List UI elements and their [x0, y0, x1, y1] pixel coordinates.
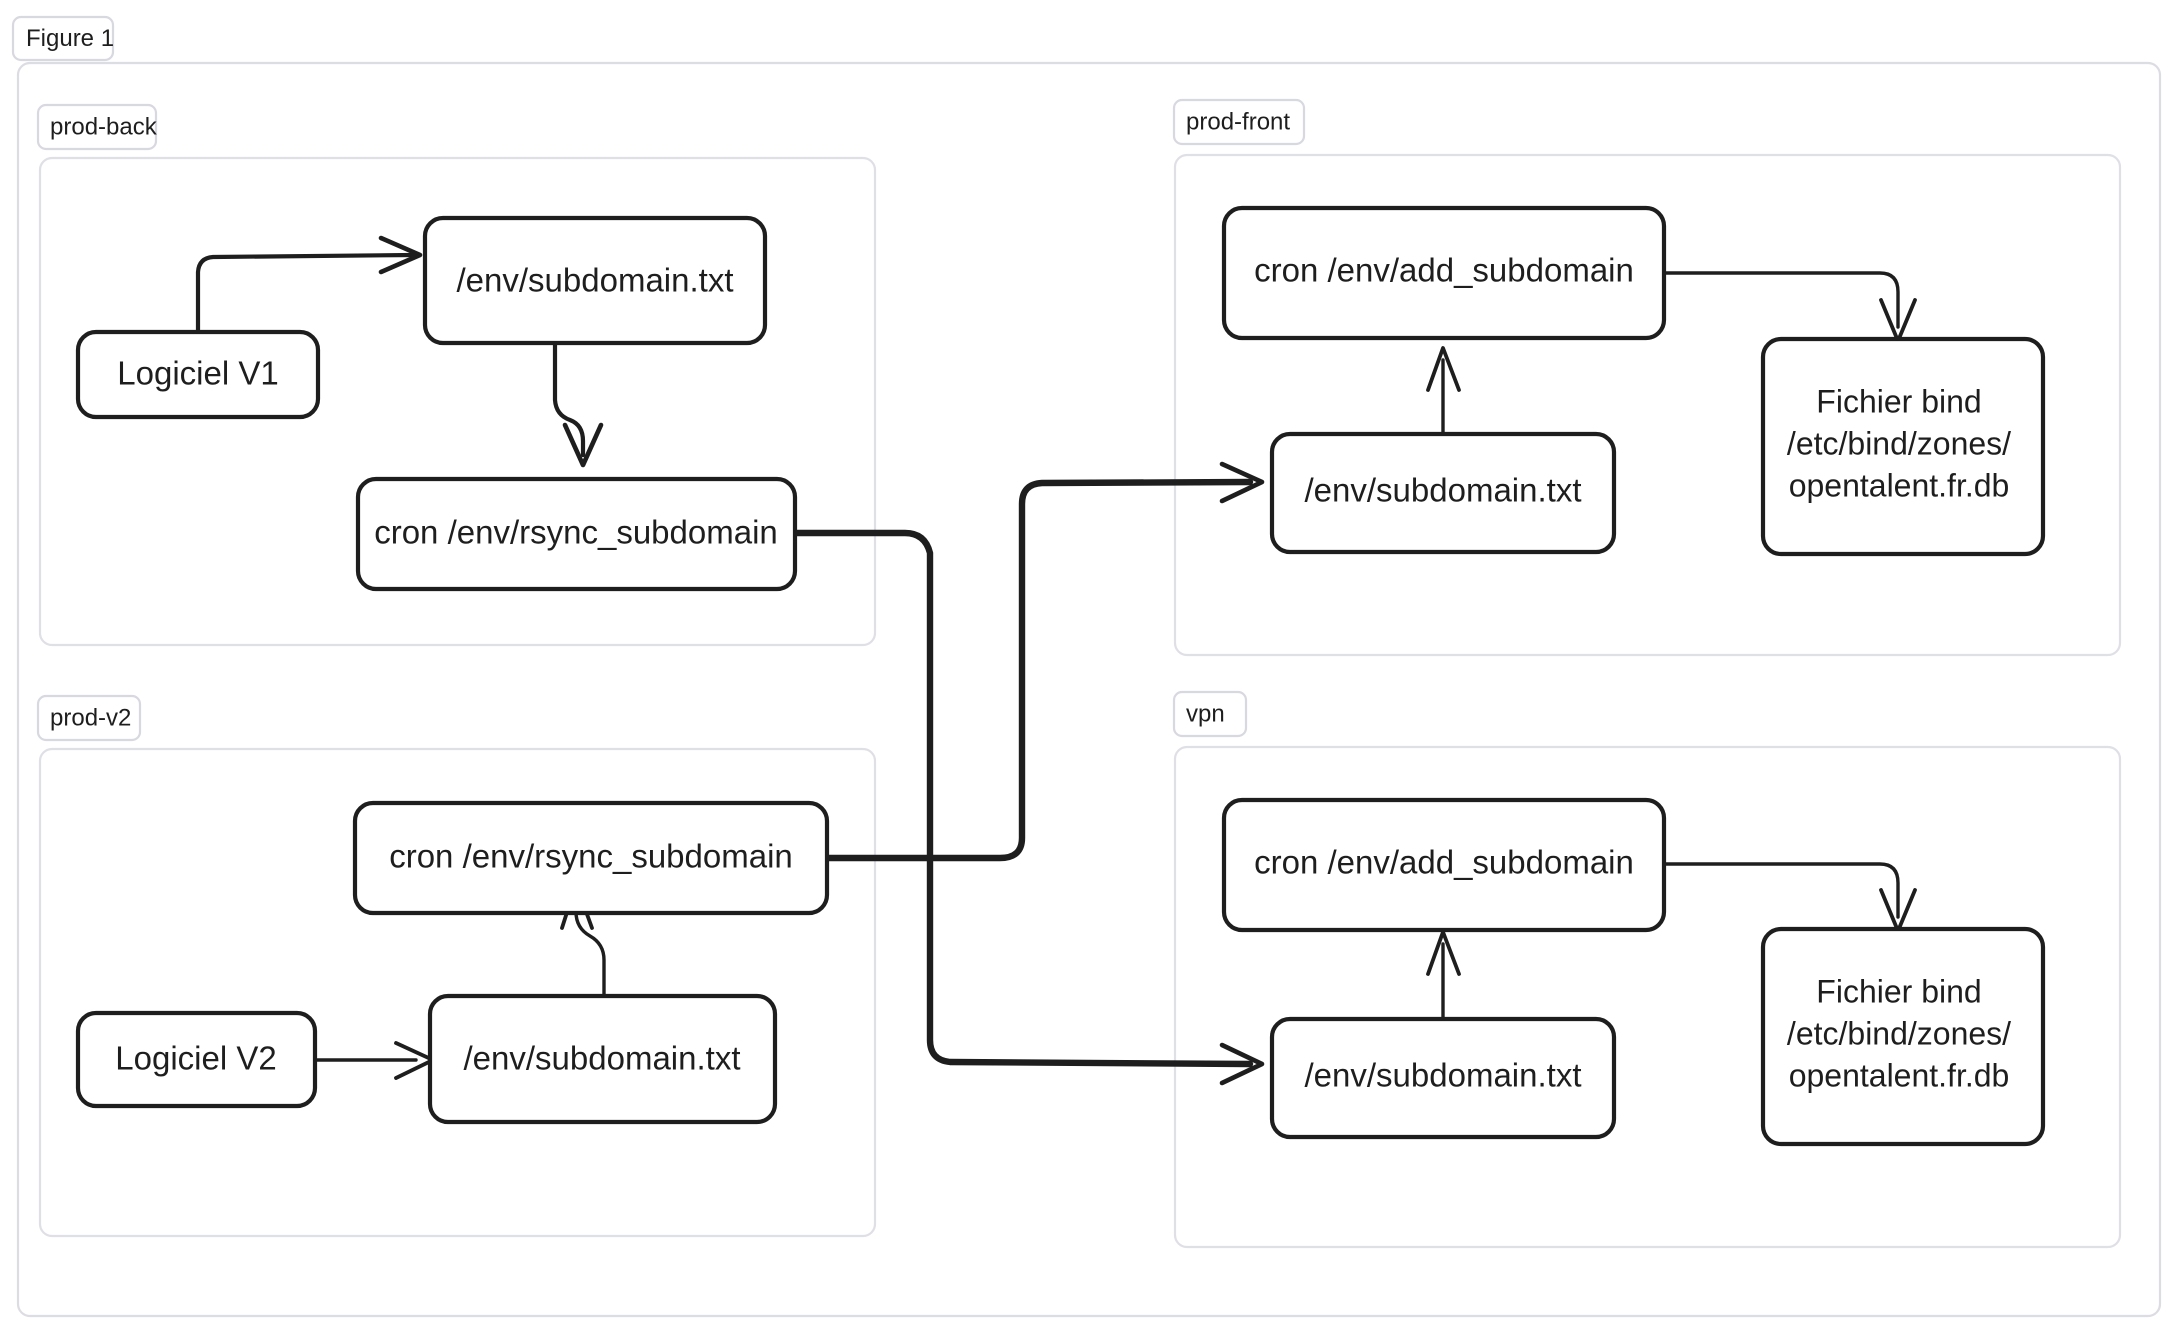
node-prod-v2-subdomain-txt-rect — [427, 993, 778, 1125]
figure-tag-rect — [11, 15, 115, 62]
node-prod-back-cron-rsync-label: cron /env/rsync_subdomain — [374, 514, 778, 551]
node-prod-v2-subdomain-txt-label: /env/subdomain.txt — [464, 1040, 741, 1077]
edge-rsync-back-to-vpn-subdomain-path — [791, 529, 1254, 1068]
cluster-prod-v2-tag[interactable]: prod-v2 — [36, 694, 142, 742]
edge-front-subdomain-to-add — [1426, 346, 1461, 444]
node-vpn-fichier-bind-line3: opentalent.fr.db — [1789, 1057, 2010, 1093]
edge-vpn-add-to-bind-path — [1661, 862, 1900, 919]
cluster-vpn-tag-label: vpn — [1186, 700, 1225, 727]
edge-front-subdomain-to-add-arrowhead — [1426, 346, 1461, 392]
node-vpn-subdomain-txt-label: /env/subdomain.txt — [1305, 1057, 1582, 1094]
edge-logiciel-v1-to-subdomain — [195, 235, 423, 339]
cluster-vpn-tag[interactable]: vpn — [1172, 690, 1248, 738]
cluster-prod-front-tag-rect — [1172, 98, 1306, 146]
node-vpn-cron-add[interactable]: cron /env/add_subdomain — [1221, 797, 1667, 933]
cluster-prod-front-tag[interactable]: prod-front — [1172, 98, 1306, 146]
figure-tag-label: Figure 1 — [26, 25, 114, 52]
cluster-prod-v2: prod-v2 — [36, 694, 877, 1238]
cluster-prod-back-tag-label: prod-back — [50, 113, 158, 140]
figure-tag[interactable]: Figure 1 — [11, 15, 115, 62]
node-prod-v2-cron-rsync-rect — [352, 800, 830, 916]
node-prod-front-cron-add-label: cron /env/add_subdomain — [1254, 252, 1634, 289]
edge-subdomain-to-rsync-back-path — [552, 339, 586, 458]
node-logiciel-v2-rect — [75, 1010, 318, 1109]
edge-rsync-v2-to-front-subdomain-path — [823, 478, 1254, 862]
node-prod-front-fichier-bind-line3: opentalent.fr.db — [1789, 467, 2010, 503]
node-vpn-fichier-bind-rect — [1760, 926, 2046, 1147]
node-prod-back-cron-rsync-rect — [355, 476, 798, 592]
node-prod-front-cron-add-rect — [1221, 205, 1667, 341]
node-prod-front-fichier-bind-line1: Fichier bind — [1816, 383, 1981, 419]
node-logiciel-v1[interactable]: Logiciel V1 — [75, 329, 321, 420]
node-prod-front-fichier-bind-rect — [1760, 336, 2046, 557]
node-prod-front-subdomain-txt-label: /env/subdomain.txt — [1305, 472, 1582, 509]
cluster-prod-v2-tag-rect — [36, 694, 142, 742]
cluster-vpn-tag-rect — [1172, 690, 1248, 738]
node-logiciel-v1-rect — [75, 329, 321, 420]
edge-subdomain-to-rsync-back-arrowhead — [562, 422, 604, 468]
edge-rsync-back-to-vpn-arrowhead — [1219, 1042, 1265, 1086]
node-prod-front-fichier-bind-line2: /etc/bind/zones/ — [1787, 425, 2011, 461]
node-vpn-subdomain-txt-rect — [1269, 1016, 1617, 1140]
cluster-prod-back-tag[interactable]: prod-back — [36, 103, 158, 151]
cluster-prod-front-tag-label: prod-front — [1186, 108, 1290, 135]
edge-logiciel-v1-to-subdomain-path — [195, 252, 416, 339]
edge-rsync-back-to-vpn-subdomain — [791, 529, 1265, 1086]
node-vpn-cron-add-label: cron /env/add_subdomain — [1254, 844, 1634, 881]
node-logiciel-v2[interactable]: Logiciel V2 — [75, 1010, 318, 1109]
cluster-prod-v2-tag-label: prod-v2 — [50, 704, 131, 731]
node-prod-back-subdomain-txt[interactable]: /env/subdomain.txt — [422, 215, 768, 346]
node-prod-v2-cron-rsync-label: cron /env/rsync_subdomain — [389, 838, 793, 875]
node-prod-front-cron-add[interactable]: cron /env/add_subdomain — [1221, 205, 1667, 341]
node-vpn-cron-add-rect — [1221, 797, 1667, 933]
node-prod-front-subdomain-txt[interactable]: /env/subdomain.txt — [1269, 431, 1617, 555]
edge-rsync-v2-to-front-arrowhead — [1219, 461, 1265, 504]
node-prod-back-subdomain-txt-rect — [422, 215, 768, 346]
edge-subdomain-to-rsync-back — [552, 339, 604, 468]
node-prod-front-subdomain-txt-rect — [1269, 431, 1617, 555]
node-logiciel-v1-label: Logiciel V1 — [117, 355, 278, 392]
node-prod-back-cron-rsync[interactable]: cron /env/rsync_subdomain — [355, 476, 798, 592]
node-logiciel-v2-label: Logiciel V2 — [115, 1040, 276, 1077]
edge-logiciel-v1-arrowhead — [378, 235, 423, 275]
node-prod-v2-cron-rsync[interactable]: cron /env/rsync_subdomain — [352, 800, 830, 916]
node-prod-back-subdomain-txt-label: /env/subdomain.txt — [457, 262, 734, 299]
node-vpn-fichier-bind-line1: Fichier bind — [1816, 973, 1981, 1009]
node-prod-front-fichier-bind[interactable]: Fichier bind /etc/bind/zones/ opentalent… — [1760, 336, 2046, 557]
node-vpn-fichier-bind[interactable]: Fichier bind /etc/bind/zones/ opentalent… — [1760, 926, 2046, 1147]
edge-rsync-v2-to-front-subdomain — [823, 461, 1265, 862]
edge-v2-subdomain-to-rsync-path — [574, 893, 606, 1004]
node-vpn-subdomain-txt[interactable]: /env/subdomain.txt — [1269, 1016, 1617, 1140]
node-vpn-fichier-bind-line2: /etc/bind/zones/ — [1787, 1015, 2011, 1051]
edge-front-add-to-bind-path — [1661, 271, 1900, 329]
cluster-prod-back-tag-rect — [36, 103, 158, 151]
node-prod-v2-subdomain-txt[interactable]: /env/subdomain.txt — [427, 993, 778, 1125]
